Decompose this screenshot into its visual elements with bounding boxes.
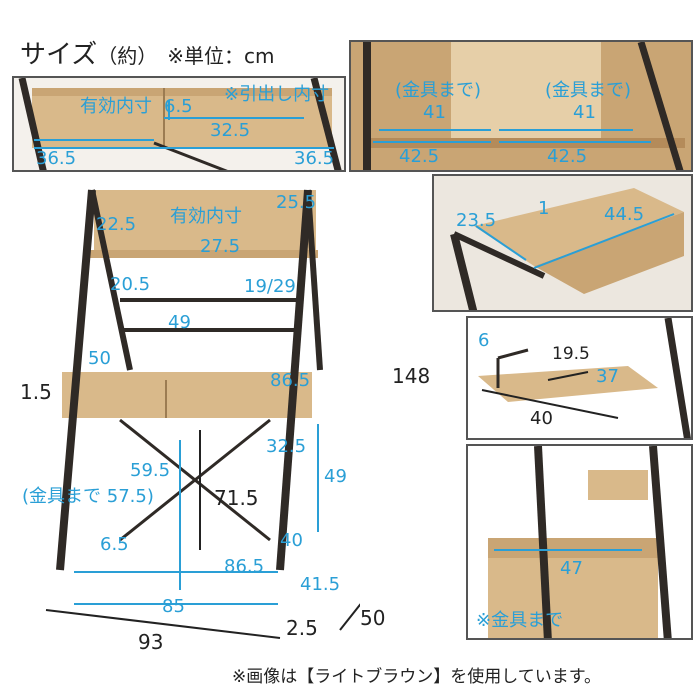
desk-height-value: 71.5 bbox=[214, 486, 259, 510]
leg-depth-value: 40 bbox=[280, 530, 303, 551]
shelf-right-width-value: 42.5 bbox=[547, 146, 588, 167]
side-height-value: 49 bbox=[324, 466, 347, 487]
title-main: サイズ bbox=[20, 40, 98, 70]
desk-top-width-value: 86.5 bbox=[270, 370, 311, 391]
top-shelf-panel: 23.5 1 44.5 bbox=[432, 174, 693, 312]
total-depth-value: 50 bbox=[360, 606, 386, 630]
shelf-back-height-value: 49 bbox=[168, 312, 191, 333]
title-unit-note: ※単位：cm bbox=[167, 44, 275, 68]
shelf-right-note: (金具まで) bbox=[545, 80, 632, 101]
drawer-width-right-value: 36.5 bbox=[294, 148, 335, 169]
drawer-depth-main-value: 32.5 bbox=[266, 436, 307, 457]
drawer-inner-panel: 有効内寸 ※引出し内寸 6.5 32.5 36.5 36.5 bbox=[12, 76, 346, 172]
top-shelf-thickness-value: 1 bbox=[538, 198, 550, 219]
shelf-photo bbox=[351, 42, 691, 170]
under-desk-note: ※金具まで bbox=[476, 610, 564, 631]
leg-width-value: 85 bbox=[162, 596, 185, 617]
under-desk-width-value: 47 bbox=[560, 558, 583, 579]
top-shelf-width-value: 44.5 bbox=[604, 204, 645, 225]
drawer-photo bbox=[18, 78, 342, 170]
foot-gap-value: 2.5 bbox=[286, 616, 318, 640]
shelf-left-width-value: 42.5 bbox=[399, 146, 440, 167]
under-desk-panel: 47 ※金具まで bbox=[466, 444, 693, 640]
kanagu-height-note: (金具まで 57.5) bbox=[22, 486, 154, 507]
upper-inner-value: 27.5 bbox=[200, 236, 241, 257]
side-shelf-heights-value: 19/29 bbox=[244, 276, 296, 297]
drawer-inner-note: ※引出し内寸 bbox=[224, 84, 330, 105]
drawer-depth-value: 32.5 bbox=[210, 120, 251, 141]
top-shelf-photo bbox=[434, 176, 691, 310]
desk-depth-value: 50 bbox=[88, 348, 111, 369]
upper-right-height-value: 25.5 bbox=[276, 192, 317, 213]
outer-depth-value: 41.5 bbox=[300, 574, 341, 595]
footer-note: ※画像は【ライトブラウン】を使用しています。 bbox=[232, 667, 602, 687]
shelf-inner-panel: (金具まで) (金具まで) 41 41 42.5 42.5 bbox=[349, 40, 693, 172]
title-unit: （約） bbox=[97, 44, 158, 68]
desk-drawing bbox=[45, 189, 360, 639]
inner-width-value: 86.5 bbox=[224, 556, 265, 577]
drawer-width-left-value: 36.5 bbox=[36, 148, 77, 169]
shelf-right-inner-value: 41 bbox=[573, 102, 596, 123]
total-height-value: 148 bbox=[392, 364, 431, 388]
page-title: サイズ（約） ※単位：cm bbox=[20, 34, 274, 71]
total-width-value: 93 bbox=[138, 630, 164, 654]
drawer-height-value: 6.5 bbox=[164, 96, 193, 117]
upper-inner-label: 有効内寸 bbox=[170, 206, 242, 227]
side-shelf-height-value: 6 bbox=[478, 330, 490, 351]
upper-shelf-height-value: 22.5 bbox=[96, 214, 137, 235]
under-desk-height-value: 59.5 bbox=[130, 460, 171, 481]
shelf-left-note: (金具まで) bbox=[395, 80, 482, 101]
under-desk-photo bbox=[468, 446, 691, 638]
side-shelf-panel: 6 19.5 37 40 bbox=[466, 316, 693, 440]
shelf-left-inner-value: 41 bbox=[423, 102, 446, 123]
top-shelf-depth-value: 23.5 bbox=[456, 210, 497, 231]
top-thickness-value: 1.5 bbox=[20, 380, 52, 404]
side-shelf-width-value: 40 bbox=[530, 408, 553, 429]
middle-shelf-height-value: 20.5 bbox=[110, 274, 151, 295]
side-shelf-inner-value: 37 bbox=[596, 366, 619, 387]
bar-height-value: 6.5 bbox=[100, 534, 129, 555]
drawer-inner-label: 有効内寸 bbox=[80, 96, 152, 117]
side-shelf-photo bbox=[468, 318, 691, 438]
side-shelf-depth-value: 19.5 bbox=[552, 344, 590, 364]
